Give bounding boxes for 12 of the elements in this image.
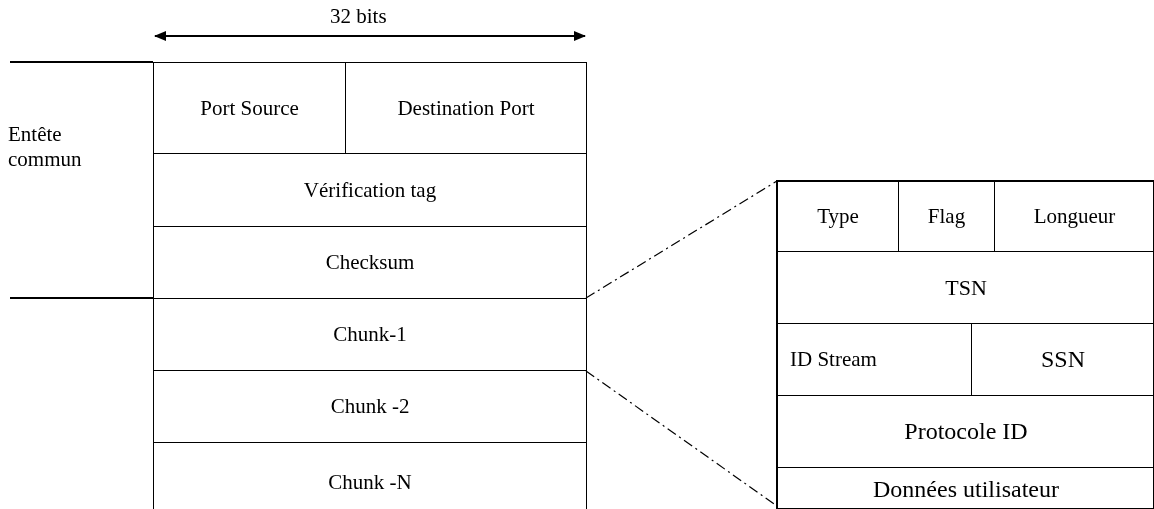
field-cell: Type <box>777 181 899 252</box>
field-cell: Chunk-1 <box>153 298 587 371</box>
field-cell: Chunk -2 <box>153 370 587 443</box>
dimension-label: 32 bits <box>330 4 387 29</box>
field-cell: Destination Port <box>345 62 587 154</box>
dash-dot-line <box>585 180 778 299</box>
detail-frame <box>776 180 1154 509</box>
field-cell: Chunk -N <box>153 442 587 509</box>
field-cell: Checksum <box>153 226 587 299</box>
field-cell: Vérification tag <box>153 153 587 227</box>
header-label: Entête commun <box>8 122 83 172</box>
field-cell: Port Source <box>153 62 346 154</box>
